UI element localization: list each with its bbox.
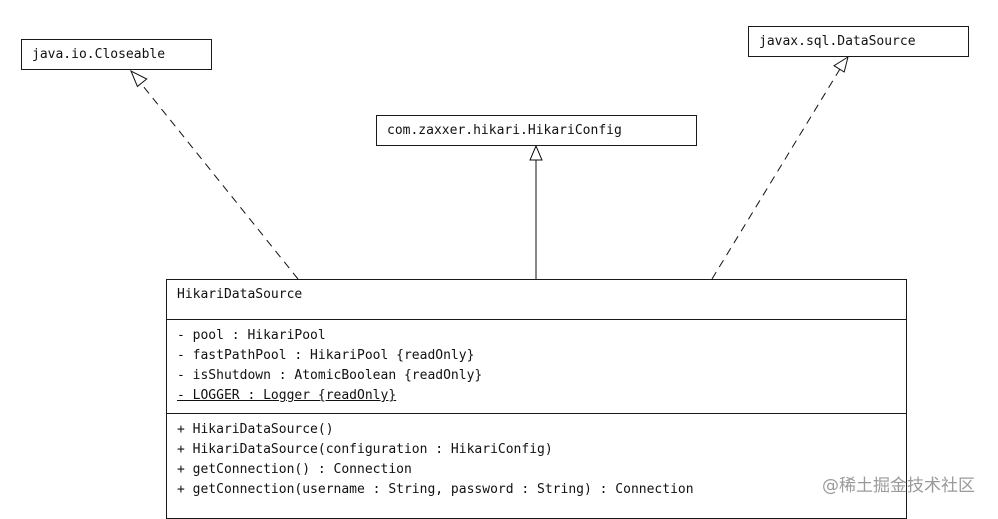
fields-section: - pool : HikariPool - fastPathPool : Hik… (167, 320, 906, 414)
field-fastpathpool: - fastPathPool : HikariPool {readOnly} (177, 348, 475, 363)
method-constructor-config: + HikariDataSource(configuration : Hikar… (177, 442, 553, 457)
superclass-label: com.zaxxer.hikari.HikariConfig (387, 123, 622, 138)
method-getconnection-credentials: + getConnection(username : String, passw… (177, 482, 694, 497)
realization-line-closeable (138, 80, 299, 280)
field-logger: - LOGGER : Logger {readOnly} (177, 388, 397, 403)
field-isshutdown: - isShutdown : AtomicBoolean {readOnly} (177, 368, 483, 383)
realization-arrowhead-datasource (833, 55, 849, 73)
method-constructor-default: + HikariDataSource() (177, 422, 334, 437)
realization-line-datasource (711, 68, 841, 280)
interface-datasource-label: javax.sql.DataSource (759, 34, 916, 49)
watermark: @稀土掘金技术社区 (822, 476, 975, 496)
realization-arrowhead-closeable (130, 69, 148, 88)
methods-section: + HikariDataSource() + HikariDataSource(… (167, 414, 906, 507)
generalization-arrowhead-hikariconfig (529, 144, 543, 161)
field-pool: - pool : HikariPool (177, 328, 326, 343)
superclass-hikariconfig: com.zaxxer.hikari.HikariConfig (376, 115, 697, 146)
method-getconnection: + getConnection() : Connection (177, 462, 412, 477)
class-hikaridatasource: HikariDataSource - pool : HikariPool - f… (166, 279, 907, 519)
interface-closeable-label: java.io.Closeable (32, 47, 166, 62)
interface-datasource: javax.sql.DataSource (748, 26, 969, 57)
class-name-section: HikariDataSource (167, 280, 906, 320)
class-name: HikariDataSource (177, 287, 303, 302)
interface-closeable: java.io.Closeable (21, 39, 212, 70)
